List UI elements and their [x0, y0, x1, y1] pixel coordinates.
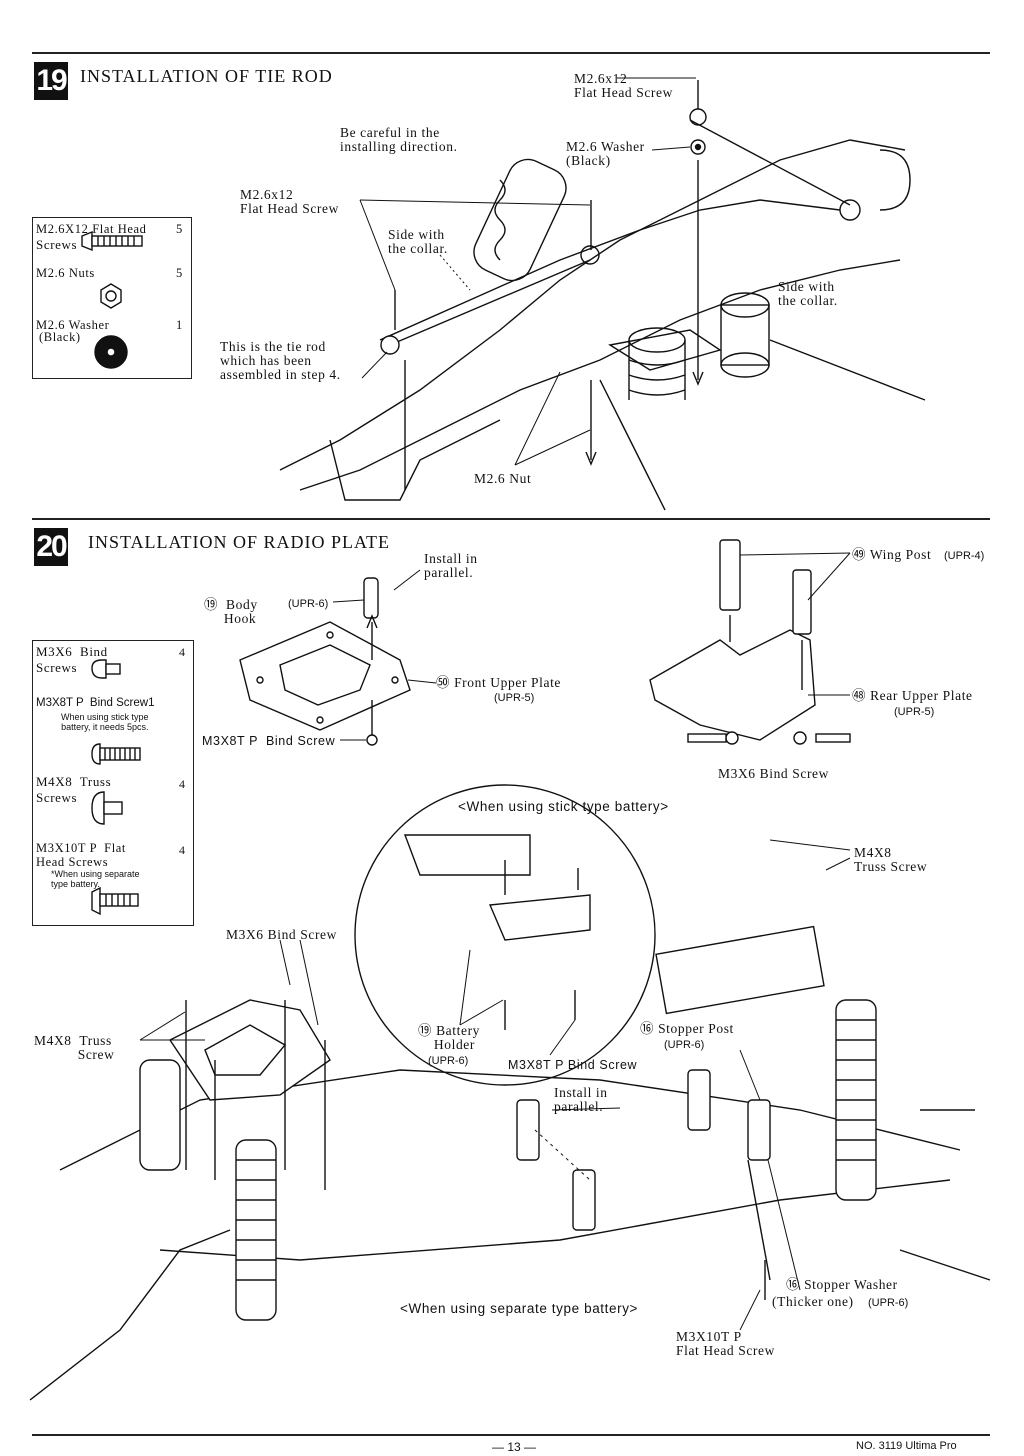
step-20-title: INSTALLATION OF RADIO PLATE	[88, 532, 391, 552]
step-19-number: 19	[34, 62, 68, 100]
label-m3x8tp-top: M3X8T P Bind Screw	[202, 734, 336, 748]
label-separate-battery: <When using separate type battery>	[400, 1301, 639, 1316]
label-m3x6-left: M3X6 Bind Screw	[226, 927, 337, 942]
label-battery-holder-code: (UPR-6)	[428, 1055, 469, 1067]
parts-19-screw-name: M2.6X12 Flat Head	[36, 222, 147, 236]
label-m3x10tp: M3X10T P Flat Head Screw	[676, 1329, 775, 1358]
parts-20-m4x8-qty: 4	[179, 777, 186, 791]
label-side-collar-right: Side with the collar.	[778, 279, 838, 308]
label-m4x8-truss-left: M4X8 Truss Screw	[34, 1033, 115, 1062]
label-wing-post: ㊾ Wing Post	[852, 547, 932, 562]
label-battery-holder: ⑲ Battery Holder	[418, 1023, 481, 1052]
label-screw-mid: M2.6x12 Flat Head Screw	[240, 187, 339, 216]
label-stopper-washer: ⑯ Stopper Washer	[786, 1277, 898, 1292]
parts-20-m3x8-note: When using stick type battery, it needs …	[61, 712, 149, 732]
parts-19-washer-name2: (Black)	[39, 330, 81, 344]
label-stopper-post: ⑯ Stopper Post	[640, 1021, 734, 1036]
parts-20-m3x10-qty: 4	[179, 843, 186, 857]
label-body-hook-code: (UPR-6)	[288, 598, 329, 610]
label-stick-battery: <When using stick type battery>	[458, 799, 669, 814]
parts-20-m4x8-name2: Screws	[36, 790, 78, 805]
parts-19-nut-name: M2.6 Nuts	[36, 266, 95, 280]
tp-flat-head-screw-icon	[91, 886, 139, 916]
middle-rule	[32, 518, 990, 520]
parts-19-nut-qty: 5	[176, 266, 183, 280]
label-side-collar-left: Side with the collar.	[388, 227, 448, 256]
parts-20-m3x8-name: M3X8T P Bind Screw1	[36, 697, 155, 709]
black-washer-icon	[94, 335, 128, 369]
label-nut: M2.6 Nut	[474, 471, 532, 486]
tie-rod-assembly-drawing	[279, 80, 926, 511]
parts-20-m3x6-name: M3X6 Bind	[36, 644, 108, 659]
label-washer-black: M2.6 Washer (Black)	[566, 139, 645, 168]
top-rule	[32, 52, 990, 54]
parts-19-washer-name: M2.6 Washer	[36, 318, 110, 332]
parts-20-m3x6-qty: 4	[179, 645, 186, 659]
label-tie-rod-note: This is the tie rod which has been assem…	[220, 339, 341, 382]
stick-battery-detail-circle	[354, 784, 656, 1086]
parts-20-m4x8-name: M4X8 Truss	[36, 774, 112, 789]
label-careful: Be careful in the installing direction.	[340, 125, 458, 154]
flat-head-screw-icon	[81, 230, 143, 252]
truss-screw-icon	[91, 791, 123, 825]
label-stopper-post-code: (UPR-6)	[664, 1039, 705, 1051]
label-stopper-washer-code: (UPR-6)	[868, 1297, 909, 1309]
model-number: NO. 3119 Ultima Pro	[856, 1440, 957, 1452]
tp-bind-screw-icon	[91, 743, 141, 765]
hex-nut-icon	[100, 283, 122, 309]
label-install-parallel-top: Install in parallel.	[424, 551, 478, 580]
radio-plate-chassis-drawing	[29, 925, 991, 1401]
label-m4x8-truss-right: M4X8 Truss Screw	[854, 845, 928, 874]
label-front-upper-code: (UPR-5)	[494, 692, 535, 704]
step-19-title: INSTALLATION OF TIE ROD	[80, 66, 333, 86]
rear-upper-plate-drawing	[649, 539, 851, 745]
parts-20-m3x6-name2: Screws	[36, 660, 78, 675]
page-number: — 13 —	[492, 1440, 537, 1454]
label-stopper-washer-2: (Thicker one)	[772, 1294, 854, 1309]
parts-19-washer-qty: 1	[176, 318, 183, 332]
parts-20-m3x10-name2: Head Screws	[36, 855, 109, 869]
bind-screw-icon	[91, 659, 121, 679]
label-m3x6-right: M3X6 Bind Screw	[718, 766, 829, 781]
step-20-parts-box: M3X6 Bind 4 Screws M3X8T P Bind Screw1 W…	[32, 640, 194, 926]
front-upper-plate-drawing	[239, 577, 411, 746]
parts-20-m3x10-name: M3X10T P Flat	[36, 841, 127, 855]
label-rear-upper-plate: ㊽ Rear Upper Plate	[852, 688, 973, 703]
label-screw-top: M2.6x12 Flat Head Screw	[574, 71, 673, 100]
parts-19-screw-qty: 5	[176, 222, 183, 236]
label-body-hook: ⑲ Body Hook	[204, 597, 258, 626]
label-rear-upper-code: (UPR-5)	[894, 706, 935, 718]
label-wing-post-code: (UPR-4)	[944, 550, 985, 562]
bottom-rule	[32, 1434, 990, 1436]
label-front-upper-plate: ㊿ Front Upper Plate	[436, 675, 562, 690]
step-20-number: 20	[34, 528, 68, 566]
parts-19-screw-name2: Screws	[36, 237, 78, 252]
parts-20-m3x10-note: *When using separate type battery.	[51, 869, 140, 889]
